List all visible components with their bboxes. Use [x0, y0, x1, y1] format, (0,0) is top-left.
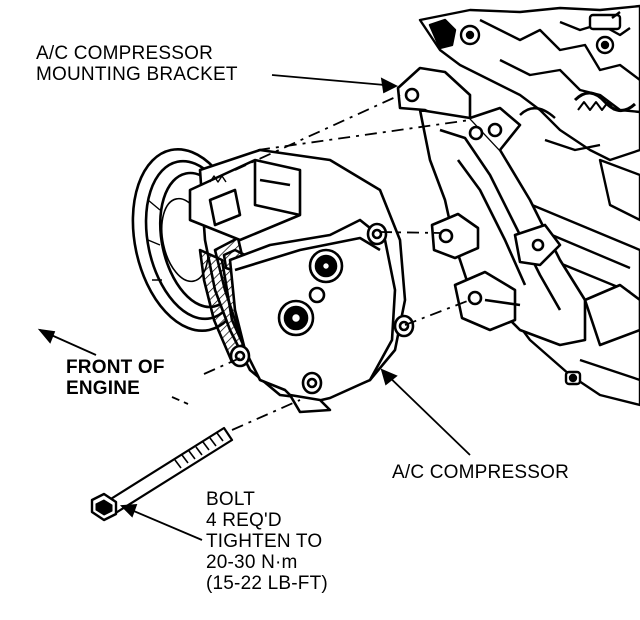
label-line: 4 REQ'D [206, 510, 282, 531]
label-line: MOUNTING BRACKET [36, 64, 238, 85]
label-bolt-spec: BOLT 4 REQ'D TIGHTEN TO 20-30 N·m (15-22… [206, 489, 328, 594]
ac-compressor [131, 147, 415, 414]
label-ac-compressor: A/C COMPRESSOR [392, 462, 569, 483]
label-line: (15-22 LB-FT) [206, 573, 328, 594]
label-line: BOLT [206, 489, 256, 510]
label-line: FRONT OF [66, 357, 165, 378]
label-line: A/C COMPRESSOR [36, 43, 213, 64]
label-line: A/C COMPRESSOR [392, 462, 569, 483]
label-front-of-engine: FRONT OF ENGINE [66, 357, 165, 399]
mounting-bolt [90, 426, 234, 522]
label-line: ENGINE [66, 378, 141, 399]
leader-lines [37, 74, 471, 541]
label-line: 20-30 N·m [206, 552, 298, 573]
mounting-bracket [396, 66, 640, 347]
label-line: TIGHTEN TO [206, 531, 323, 552]
label-mounting-bracket: A/C COMPRESSOR MOUNTING BRACKET [36, 43, 238, 85]
